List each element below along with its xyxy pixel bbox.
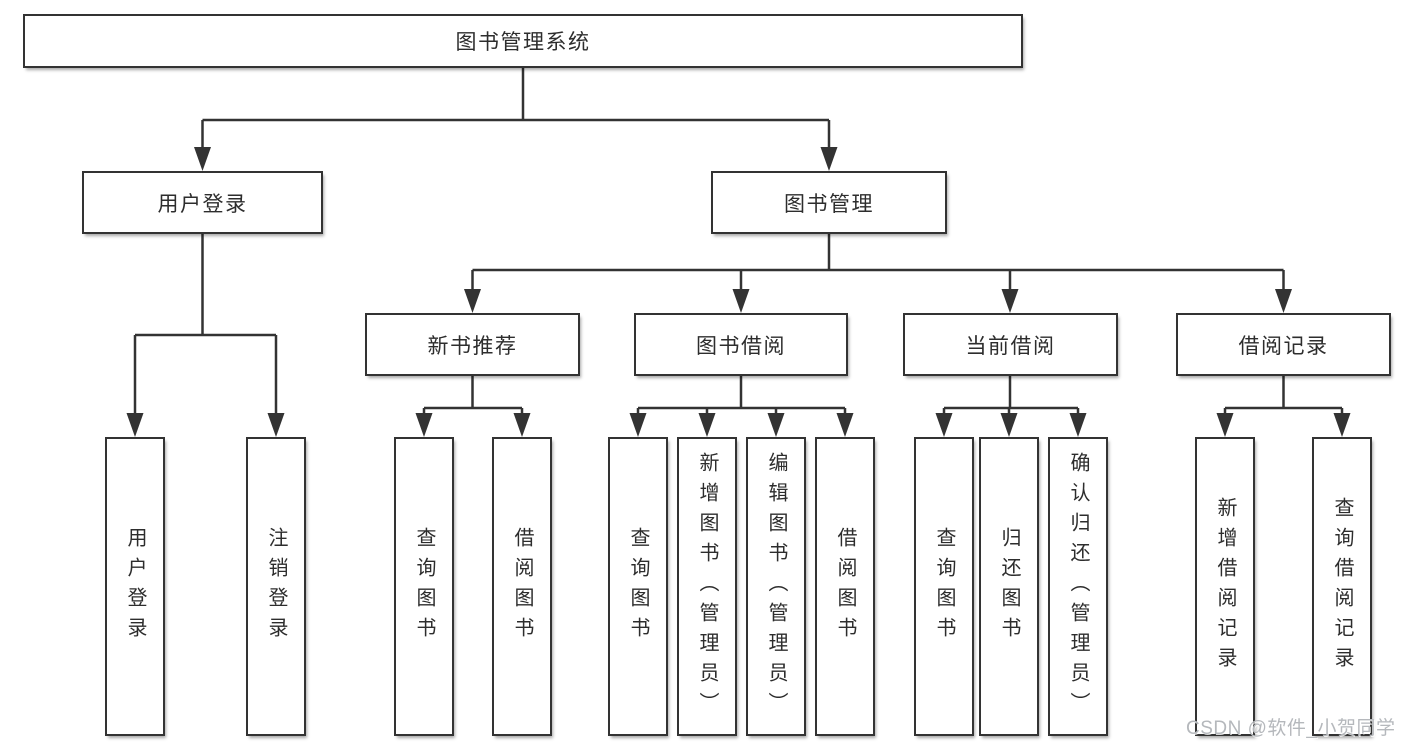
node-label: 新增借阅记录 [1214, 496, 1236, 677]
node-label: 图书借阅 [696, 334, 786, 358]
node-label: 借阅记录 [1238, 334, 1329, 358]
leaf-query-books-current: 查询图书 [914, 437, 974, 736]
node-label: 新书推荐 [427, 334, 518, 358]
node-label: 用户登录 [157, 192, 248, 216]
leaf-return-book: 归还图书 [979, 437, 1039, 736]
leaf-edit-book-admin: 编辑图书（管理员） [746, 437, 806, 736]
node-borrowing-records: 借阅记录 [1176, 313, 1391, 376]
node-label: 归还图书 [998, 526, 1020, 647]
node-label: 编辑图书（管理员） [765, 451, 787, 722]
leaf-user-login: 用户登录 [105, 437, 165, 736]
node-label: 借阅图书 [834, 526, 856, 647]
leaf-logout: 注销登录 [246, 437, 306, 736]
node-label: 用户登录 [124, 526, 146, 647]
node-label: 查询图书 [413, 526, 435, 647]
node-label: 图书管理 [784, 192, 874, 216]
node-label: 图书管理系统 [455, 31, 591, 54]
node-label: 借阅图书 [511, 526, 533, 647]
node-label: 查询借阅记录 [1331, 496, 1353, 677]
node-label: 查询图书 [627, 526, 649, 647]
node-new-book-recommend: 新书推荐 [365, 313, 580, 376]
leaf-add-borrow-record: 新增借阅记录 [1195, 437, 1255, 736]
leaf-query-borrow-record: 查询借阅记录 [1312, 437, 1372, 736]
node-label: 新增图书（管理员） [696, 451, 718, 722]
node-book-management: 图书管理 [711, 171, 947, 234]
leaf-borrow-books-borrowing: 借阅图书 [815, 437, 875, 736]
node-label: 确认归还（管理员） [1067, 451, 1089, 722]
node-label: 注销登录 [265, 526, 287, 647]
node-label: 当前借阅 [965, 334, 1056, 358]
leaf-confirm-return-admin: 确认归还（管理员） [1048, 437, 1108, 736]
node-library-management-system: 图书管理系统 [23, 14, 1023, 68]
node-book-borrowing: 图书借阅 [634, 313, 848, 376]
watermark-csdn: CSDN @软件_小贺同学 [1186, 718, 1396, 739]
leaf-borrow-books-recommend: 借阅图书 [492, 437, 552, 736]
node-current-borrowing: 当前借阅 [903, 313, 1118, 376]
node-label: 查询图书 [933, 526, 955, 647]
leaf-add-book-admin: 新增图书（管理员） [677, 437, 737, 736]
leaf-query-books-recommend: 查询图书 [394, 437, 454, 736]
leaf-query-books-borrowing: 查询图书 [608, 437, 668, 736]
node-user-login: 用户登录 [82, 171, 323, 234]
